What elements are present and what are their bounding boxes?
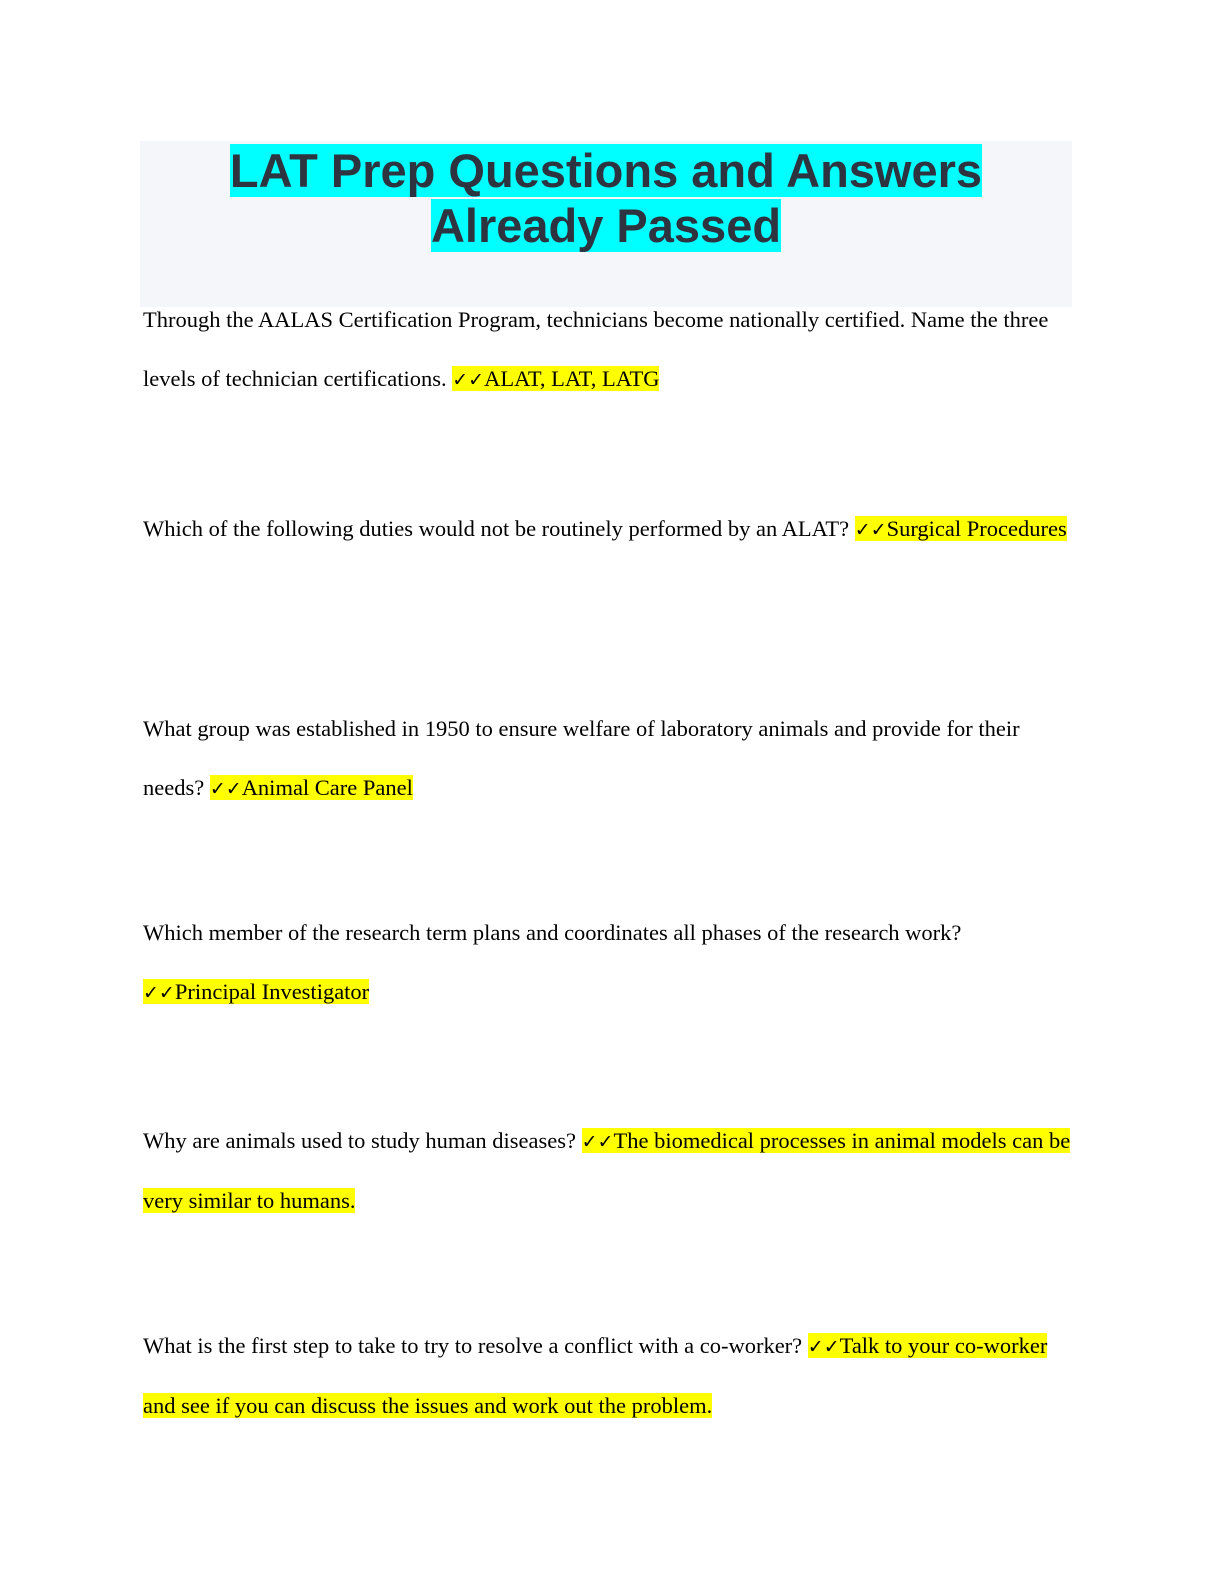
double-check-icon: ✓✓ [452, 368, 485, 391]
answer-text: The biomedical processes in animal model… [143, 1128, 1071, 1213]
answer-highlight: ✓✓Surgical Procedures [854, 516, 1067, 541]
question-text: What group was established in 1950 to en… [143, 716, 1020, 800]
document-title: LAT Prep Questions and Answers Already P… [140, 141, 1072, 253]
double-check-icon: ✓✓ [209, 777, 242, 800]
qa-item: Which of the following duties would not … [143, 500, 1078, 560]
qa-item: What group was established in 1950 to en… [143, 700, 1078, 818]
question-text: Which member of the research term plans … [143, 920, 962, 945]
double-check-icon: ✓✓ [143, 981, 175, 1004]
answer-highlight: ✓✓ALAT, LAT, LATG [452, 365, 660, 391]
qa-item: Why are animals used to study human dise… [143, 1112, 1078, 1230]
question-text: Through the AALAS Certification Program,… [143, 307, 1049, 391]
qa-item: Through the AALAS Certification Program,… [143, 291, 1078, 409]
double-check-icon: ✓✓ [854, 519, 887, 541]
question-text: Why are animals used to study human dise… [143, 1128, 577, 1153]
question-text: Which of the following duties would not … [143, 516, 850, 541]
question-text: What is the first step to take to try to… [143, 1333, 803, 1358]
double-check-icon: ✓✓ [807, 1336, 840, 1358]
answer-text: Principal Investigator [174, 978, 370, 1004]
answer-text: Surgical Procedures [886, 516, 1067, 541]
double-check-icon: ✓✓ [581, 1131, 614, 1153]
qa-item: Which member of the research term plans … [143, 904, 1078, 1022]
answer-text: Animal Care Panel [241, 774, 413, 800]
title-banner: LAT Prep Questions and Answers Already P… [140, 141, 1072, 307]
qa-item: What is the first step to take to try to… [143, 1317, 1078, 1435]
title-line-1: LAT Prep Questions and Answers [229, 144, 983, 197]
title-line-2: Already Passed [430, 199, 782, 252]
answer-text: Talk to your co-worker and see if you ca… [143, 1333, 1048, 1418]
answer-highlight: ✓✓Principal Investigator [143, 978, 370, 1004]
answer-highlight: ✓✓Animal Care Panel [209, 774, 413, 800]
answer-text: ALAT, LAT, LATG [484, 365, 660, 391]
